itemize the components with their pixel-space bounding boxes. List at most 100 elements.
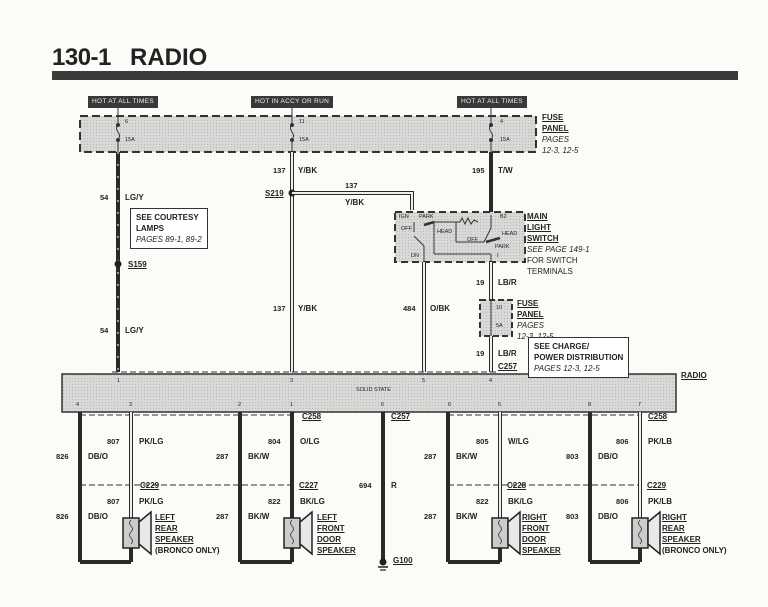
radio-pin-top-1: 1 [117,378,121,384]
splice-s219-label: S219 [265,189,284,198]
fuse-panel-small-label: FUSE PANEL PAGES 12-3, 12-5 [517,299,553,341]
wire-54-circuit-2: 54 [100,326,109,335]
fuse-11 [290,108,294,152]
wire-137-circuit: 137 [273,166,286,175]
connector-c257-top: C257 [498,362,518,371]
wire-color-label: BK/W [248,452,270,461]
wire-color-label: DB/O [598,452,618,461]
wire-circuit-label: 805 [476,437,489,446]
radio-pin-bottom: 3 [129,402,133,408]
radio-pin-top-3: 3 [290,378,294,384]
radio-pin-top-5: 5 [422,378,426,384]
wire-137-circuit-2: 137 [273,304,286,313]
terminal-dn: DN [411,253,419,259]
fuse-6-rating: 15A [125,137,135,143]
charge-power-note: SEE CHARGE/ POWER DISTRIBUTION PAGES 12-… [528,337,630,378]
terminal-park-2: PARK [495,244,510,250]
connector-c258-right: C258 [648,412,668,421]
wire-circuit-label: 807 [107,497,120,506]
power-label-left: HOT AT ALL TIMES [88,96,158,108]
fuse-10-number: 10 [496,305,503,311]
fuse-10-rating: 5A [496,323,503,329]
wire-circuit-label: 826 [56,512,69,521]
page-title: RADIO [130,44,208,71]
connector-c258-left: C258 [302,412,322,421]
terminal-ign: IGN [399,214,409,220]
wire-19-color-2: LB/R [498,349,517,358]
title-rule [52,71,738,80]
speaker-icon [491,510,521,556]
section-number: 130-1 [52,44,111,71]
wire-484-circuit: 484 [403,304,416,313]
fuse-6 [116,108,120,152]
power-label-right: HOT AT ALL TIMES [457,96,527,108]
wire-19-circuit-2: 19 [476,349,485,358]
wire-137-branch-circuit: 137 [345,181,358,190]
wire-color-label: BK/LG [300,497,325,506]
wire-circuit-label: 287 [424,452,437,461]
wire-color-label: PK/LB [648,497,672,506]
fuse-panel-small [479,299,513,337]
wire-color-label: PK/LB [648,437,672,446]
terminal-off-2: OFF [467,237,478,243]
wire-color-label: PK/LG [139,437,164,446]
ground-label: G100 [393,556,413,565]
wire-color-label: BK/W [456,452,478,461]
wire-circuit-label: 807 [107,437,120,446]
wire-137-branch-color: Y/BK [345,198,365,207]
fuse-panel-top [79,115,537,153]
speaker-icon [631,510,661,556]
wire-137-color: Y/BK [298,166,318,175]
fuse-11-rating: 15A [299,137,309,143]
main-light-switch-label: MAIN LIGHT SWITCH SEE PAGE 149-1 FOR SWI… [527,212,590,276]
wire-circuit-label: 803 [566,512,579,521]
terminal-off: OFF [401,226,412,232]
wire-19-color: LB/R [498,278,517,287]
ground-g100 [379,558,387,566]
speaker-icon [122,510,152,556]
wire-color-label: W/LG [508,437,529,446]
wire-195-circuit: 195 [472,166,485,175]
wire-color-label: DB/O [598,512,618,521]
radio-label: RADIO [681,371,707,380]
wire-484-color: O/BK [430,304,450,313]
wire-circuit-label: 287 [216,512,229,521]
terminal-b2: B2 [500,214,507,220]
connector-c227: C227 [299,481,319,490]
radio-pin-top-4: 4 [489,378,493,384]
splice-s159-label: S159 [128,260,147,269]
radio-pin-bottom: 8 [588,402,592,408]
radio-pin-bottom: 7 [638,402,642,408]
connector-c229-right: C229 [647,481,667,490]
fuse-4-rating: 15A [500,137,510,143]
splice-s159 [114,260,122,268]
radio-pin-bottom: 2 [238,402,242,408]
wire-circuit-label: 803 [566,452,579,461]
radio-pin-bottom: 6 [448,402,452,408]
wire-circuit-label: 826 [56,452,69,461]
wire-circuit-label: 822 [476,497,489,506]
radio-pin-bottom: 5 [498,402,502,408]
speaker-icon [283,510,313,556]
wire-circuit-label: 822 [268,497,281,506]
fuse-6-number: 6 [125,119,129,125]
wire-circuit-label: 806 [616,497,629,506]
wire-circuit-label: 694 [359,481,372,490]
wire-54-circuit: 54 [100,193,109,202]
radio-unit [61,373,677,413]
fuse-4-number: 4 [500,119,504,125]
courtesy-lamps-note: SEE COURTESY LAMPS PAGES 89-1, 89-2 [130,208,208,249]
connector-c257-mid: C257 [391,412,411,421]
wire-color-label: PK/LG [139,497,164,506]
terminal-park: PARK [419,214,434,220]
wire-circuit-label: 804 [268,437,281,446]
wire-circuit-label: 806 [616,437,629,446]
wire-color-label: DB/O [88,512,108,521]
wire-color-label: DB/O [88,452,108,461]
terminal-i: I [497,253,499,259]
radio-type: SOLID STATE [356,387,391,393]
